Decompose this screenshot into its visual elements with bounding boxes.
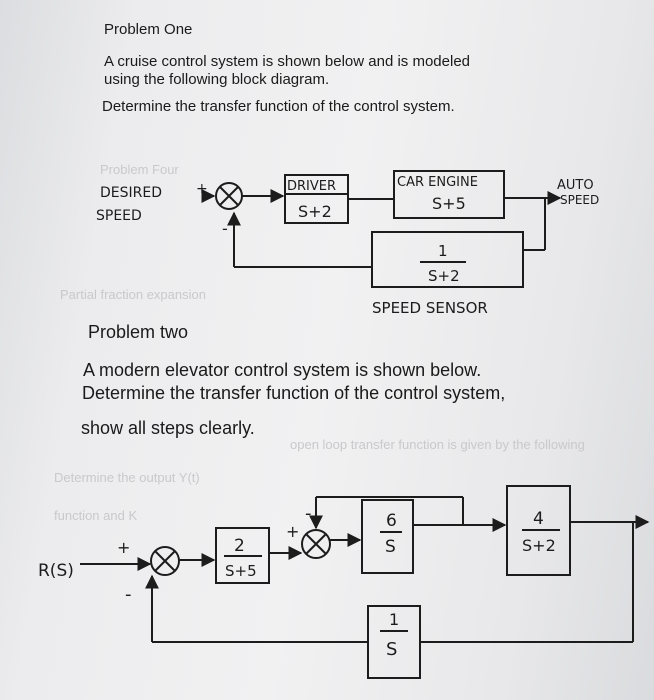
elevator-labels: R(S) + - 2 S+5 + - 6 S 4 S+2 1 S [38,503,556,660]
sensor-numerator: 1 [438,242,448,260]
speed-sensor-label: SPEED SENSOR [372,299,488,317]
sensor-denominator: S+2 [428,267,460,285]
block2-denominator: S [385,537,396,557]
feedback-denominator: S [386,639,397,660]
problem-two-text: show all steps clearly. [81,418,255,438]
input-label: R(S) [38,561,74,581]
cruise-control-diagram [201,170,562,288]
block-4-over-s-plus-2 [506,485,571,576]
plus-sign: + [286,522,299,541]
summing-junction-cross [305,533,327,555]
minus-sign: - [222,219,228,238]
problem-one-text: A cruise control system is shown below a… [104,53,471,70]
summing-junction-2 [301,529,331,559]
problem-one-question: Determine the transfer function of the c… [102,98,455,115]
problem-one-heading: Problem One [104,21,193,38]
block3-denominator: S+2 [522,536,556,555]
car-engine-block [393,170,505,219]
bleed-through-text: function and K [54,508,138,523]
summing-junction-cross [219,186,239,206]
speed-sensor-block [371,231,524,288]
bleed-through-text: open loop transfer function is given by … [290,437,585,452]
car-engine-label: CAR ENGINE [397,175,478,190]
driver-transfer-function: S+2 [298,202,332,221]
bleed-through-text: Problem Four [100,162,179,177]
problem-one-text: using the following block diagram. [104,71,330,88]
problem-two-question: Determine the transfer function of the c… [82,383,506,403]
input-label: DESIRED [100,185,162,201]
block2-numerator: 6 [386,511,397,531]
cruise-control-labels: DESIRED SPEED + - DRIVER S+2 CAR ENGINE … [96,175,599,317]
input-label: SPEED [96,208,142,224]
block1-numerator: 2 [234,536,245,556]
plus-sign: + [117,538,130,557]
summing-junction-cross [154,550,176,572]
block3-numerator: 4 [533,509,544,529]
plus-sign: + [196,181,208,197]
bleed-through-text: Partial fraction expansion [60,287,206,302]
block1-denominator: S+5 [225,562,257,580]
feedback-numerator: 1 [389,610,399,629]
problem-two-text: A modern elevator control system is show… [83,360,482,380]
car-engine-transfer-function: S+5 [432,194,466,213]
driver-label: DRIVER [287,179,336,194]
minus-sign: - [305,503,312,524]
output-label: SPEED [560,193,599,207]
output-label: AUTO [557,178,594,193]
bleed-through-text: Determine the output Y(t) [54,470,200,485]
minus-sign: - [125,584,132,605]
block-2-over-s-plus-5 [215,527,270,584]
problem-two-heading: Problem two [88,322,189,342]
block-6-over-s [361,499,414,574]
elevator-diagram [80,485,650,679]
